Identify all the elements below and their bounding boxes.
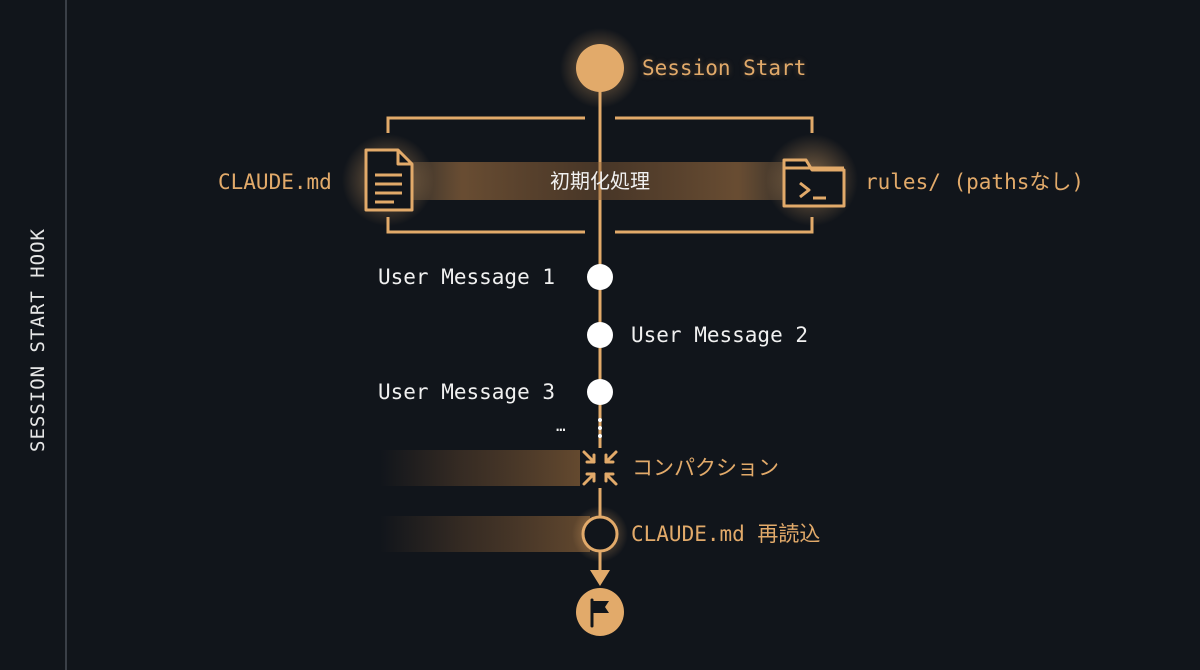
vertical-ellipsis bbox=[598, 418, 602, 438]
user-message-3-label: User Message 3 bbox=[378, 380, 556, 404]
message-node-3 bbox=[587, 379, 613, 405]
rules-folder-label: rules/ (pathsなし) bbox=[865, 170, 1085, 194]
message-node-1 bbox=[587, 264, 613, 290]
init-band bbox=[385, 162, 815, 200]
folder-terminal-icon bbox=[766, 134, 858, 226]
user-message-1-label: User Message 1 bbox=[378, 265, 556, 289]
session-start-label: Session Start bbox=[642, 56, 807, 80]
user-message-2-label: User Message 2 bbox=[631, 323, 809, 347]
reload-node bbox=[572, 506, 628, 562]
init-label: 初期化処理 bbox=[550, 169, 650, 193]
message-node-2 bbox=[587, 322, 613, 348]
reload-band bbox=[380, 516, 590, 552]
compaction-band bbox=[380, 450, 580, 486]
compress-icon bbox=[582, 448, 618, 488]
arrow-head bbox=[590, 570, 610, 586]
claude-md-label: CLAUDE.md bbox=[218, 170, 332, 194]
ellipsis-label: … bbox=[556, 416, 566, 435]
document-icon bbox=[342, 134, 434, 226]
session-start-node bbox=[560, 28, 640, 108]
reload-label: CLAUDE.md 再読込 bbox=[631, 522, 821, 546]
compaction-label: コンパクション bbox=[632, 456, 779, 480]
sidebar-divider bbox=[65, 0, 67, 670]
flag-icon bbox=[576, 588, 624, 636]
